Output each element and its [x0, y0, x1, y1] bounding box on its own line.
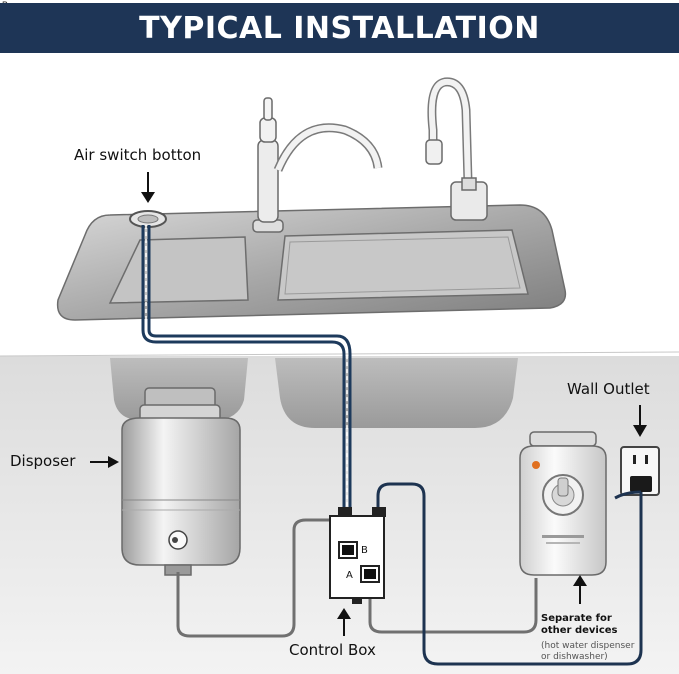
separate-note-line2: or dishwasher)	[541, 652, 608, 662]
device-cord	[368, 578, 538, 634]
kitchen-faucet	[252, 97, 383, 233]
hot-water-tank	[519, 431, 607, 576]
air-tube	[141, 225, 352, 513]
wall-outlet-arrow	[633, 405, 647, 437]
separate-label-line1: Separate for	[541, 613, 612, 624]
disposer-cord	[176, 518, 333, 638]
right-bowl	[277, 229, 529, 301]
wall-outlet[interactable]	[620, 446, 660, 496]
hot-water-faucet	[425, 77, 488, 221]
right-bowl-bottom	[275, 358, 518, 428]
disposer-label: Disposer	[10, 452, 76, 470]
port-a-label: A	[346, 570, 353, 581]
air-switch-arrow	[141, 172, 155, 203]
air-switch-label: Air switch botton	[74, 146, 202, 164]
control-box	[329, 507, 386, 604]
disposer-unit	[121, 387, 241, 576]
power-cord	[376, 482, 643, 666]
port-b-label: B	[361, 545, 368, 556]
page-title: TYPICAL INSTALLATION	[139, 10, 540, 46]
control-box-arrow	[337, 608, 351, 636]
separate-devices-arrow	[573, 575, 587, 604]
separate-note-line1: (hot water dispenser	[541, 641, 635, 651]
disposer-arrow	[90, 456, 119, 468]
wall-outlet-label: Wall Outlet	[567, 380, 650, 398]
control-box-label: Control Box	[289, 641, 376, 659]
separate-label-line2: other devices	[541, 625, 618, 636]
title-banner: TYPICAL INSTALLATION	[0, 3, 679, 53]
